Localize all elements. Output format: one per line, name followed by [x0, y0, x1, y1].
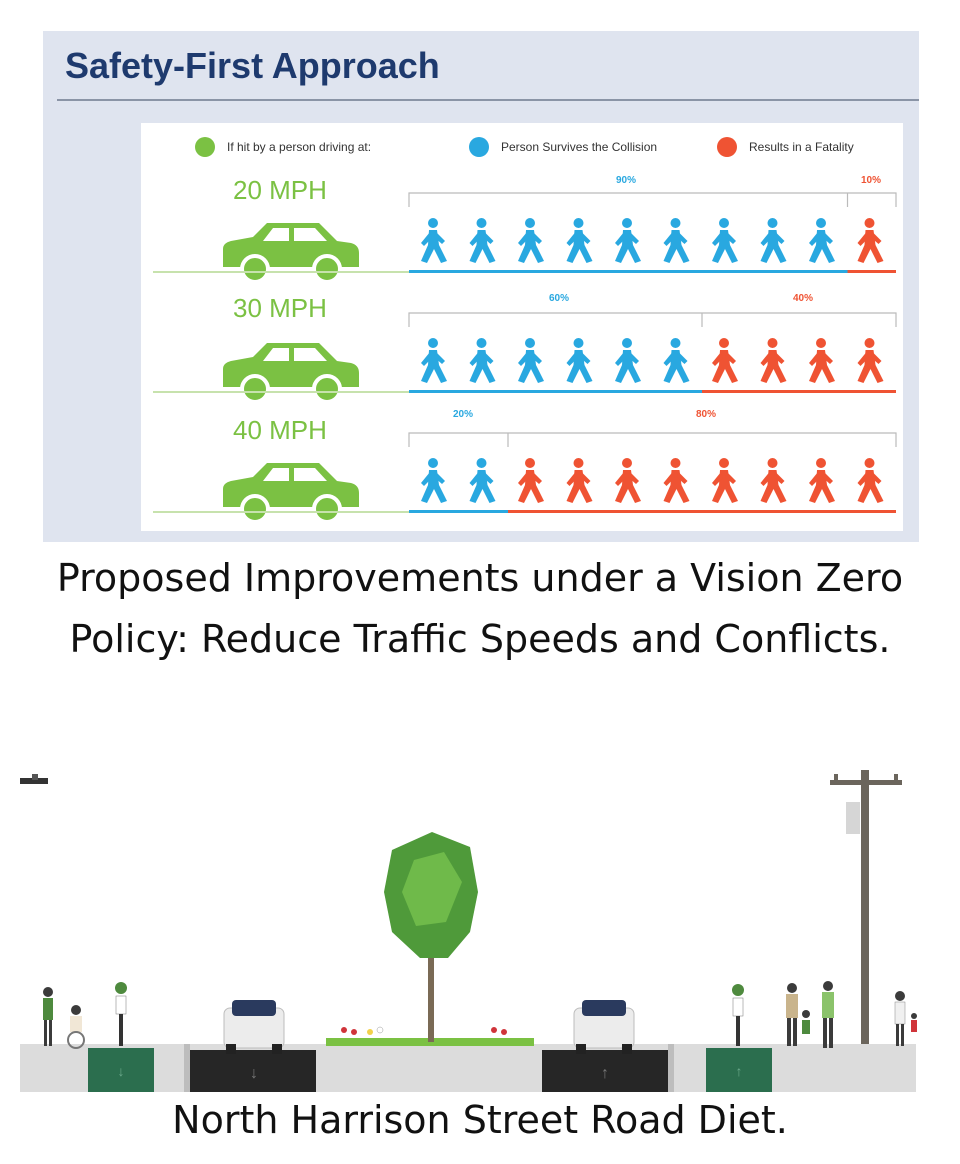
speed-label-30: 30 MPH — [233, 293, 327, 323]
cyclist-icon — [732, 984, 744, 1046]
row3-survive-pct: 20% — [453, 409, 474, 420]
legend-survives-label: Person Survives the Collision — [501, 140, 658, 154]
row3-fatal-pct: 80% — [696, 409, 717, 420]
median — [324, 1044, 536, 1092]
legend-fatality-label: Results in a Fatality — [749, 140, 854, 154]
pedestrian-fatality-icon — [809, 338, 835, 383]
utility-pole-icon — [830, 770, 902, 1048]
pedestrian-survives-icon — [663, 218, 690, 263]
speed-fatality-infographic: If hit by a person driving at: Person Su… — [141, 123, 903, 531]
curb-left — [184, 1044, 190, 1092]
wheelchair-user-icon — [67, 1005, 85, 1049]
fatality-bar — [847, 270, 896, 273]
car-icon — [221, 221, 361, 284]
pedestrian-survives-icon — [518, 218, 544, 263]
street-light-head-icon — [32, 774, 38, 780]
up-arrow-icon: ↑ — [736, 1063, 743, 1079]
pedestrian-survives-icon — [421, 458, 447, 503]
survive-bar — [409, 270, 848, 273]
pedestrian-survives-icon — [615, 338, 641, 383]
pedestrian-survives-icon — [566, 338, 593, 383]
legend-survives: Person Survives the Collision — [469, 137, 657, 157]
pedestrian-survives-icon — [469, 338, 496, 383]
pedestrian-rows — [153, 192, 897, 524]
blue-dot-icon — [469, 137, 489, 157]
panel-title: Safety-First Approach — [65, 45, 440, 86]
car-southbound-icon — [223, 1000, 285, 1054]
pedestrian-fatality-icon — [760, 458, 787, 503]
curb-right — [668, 1044, 674, 1092]
pedestrian-survives-icon — [566, 218, 593, 263]
legend-driving-label: If hit by a person driving at: — [227, 140, 372, 154]
pedestrian-fatality-icon — [809, 458, 835, 503]
pedestrian-fatality-icon — [857, 458, 884, 503]
car-icon — [221, 341, 361, 404]
pedestrian-fatality-icon — [712, 338, 738, 383]
fatality-bar — [508, 510, 896, 513]
pedestrian-fatality-icon — [857, 218, 884, 263]
pedestrian-fatality-icon — [712, 458, 738, 503]
travel-lane-left — [190, 1050, 316, 1092]
legend-driving-speed: If hit by a person driving at: — [195, 137, 371, 157]
red-dot-icon — [717, 137, 737, 157]
up-arrow-icon: ↑ — [601, 1065, 609, 1082]
survive-bar — [409, 390, 702, 393]
flowers-icon — [341, 1026, 507, 1035]
pedestrian-icon — [786, 981, 917, 1048]
percentage-bracket — [408, 312, 897, 327]
pedestrian-fatality-icon — [566, 458, 593, 503]
pedestrian-survives-icon — [518, 338, 544, 383]
survive-bar — [409, 510, 508, 513]
pedestrian-fatality-icon — [760, 338, 787, 383]
pedestrian-survives-icon — [469, 458, 496, 503]
pedestrian-survives-icon — [760, 218, 787, 263]
speed-label-40: 40 MPH — [233, 415, 327, 445]
row1-fatal-pct: 10% — [861, 175, 882, 186]
pedestrian-survives-icon — [421, 338, 447, 383]
bike-lane-right — [706, 1048, 772, 1092]
pedestrian-fatality-icon — [663, 458, 690, 503]
speed-baseline — [153, 271, 409, 273]
percentage-bracket — [408, 192, 897, 207]
speed-baseline — [153, 511, 409, 513]
row2-fatal-pct: 40% — [793, 293, 814, 304]
speed-label-20: 20 MPH — [233, 175, 327, 205]
pedestrian-survives-icon — [663, 338, 690, 383]
vision-zero-caption: Proposed Improvements under a Vision Zer… — [56, 556, 904, 661]
road-diet-caption: North Harrison Street Road Diet. — [172, 1098, 788, 1142]
cyclist-icon — [115, 982, 127, 1046]
pedestrian-fatality-icon — [615, 458, 641, 503]
row2-survive-pct: 60% — [549, 293, 570, 304]
pedestrian-survives-icon — [712, 218, 738, 263]
pedestrian-survives-icon — [615, 218, 641, 263]
pedestrian-fatality-icon — [518, 458, 544, 503]
percentage-bracket — [408, 432, 897, 447]
pedestrian-icon — [43, 987, 53, 1046]
car-icon — [221, 461, 361, 524]
car-northbound-icon — [573, 1000, 635, 1054]
down-arrow-icon: ↓ — [118, 1063, 125, 1079]
green-dot-icon — [195, 137, 215, 157]
row1-survive-pct: 90% — [616, 175, 637, 186]
legend-fatality: Results in a Fatality — [717, 137, 854, 157]
street-cross-section: ↓ ↓ ↑ ↑ — [20, 770, 917, 1092]
pedestrian-survives-icon — [469, 218, 496, 263]
fatality-bar — [702, 390, 896, 393]
bike-lane-left — [88, 1048, 154, 1092]
pedestrian-fatality-icon — [857, 338, 884, 383]
safety-first-panel: Safety-First Approach If hit by a person… — [43, 31, 919, 542]
pedestrian-survives-icon — [809, 218, 835, 263]
tree-icon — [384, 832, 478, 1042]
down-arrow-icon: ↓ — [250, 1065, 258, 1082]
street-light-icon — [20, 778, 48, 784]
pedestrian-survives-icon — [421, 218, 447, 263]
title-divider — [57, 99, 919, 101]
speed-baseline — [153, 391, 409, 393]
travel-lane-right — [542, 1050, 668, 1092]
